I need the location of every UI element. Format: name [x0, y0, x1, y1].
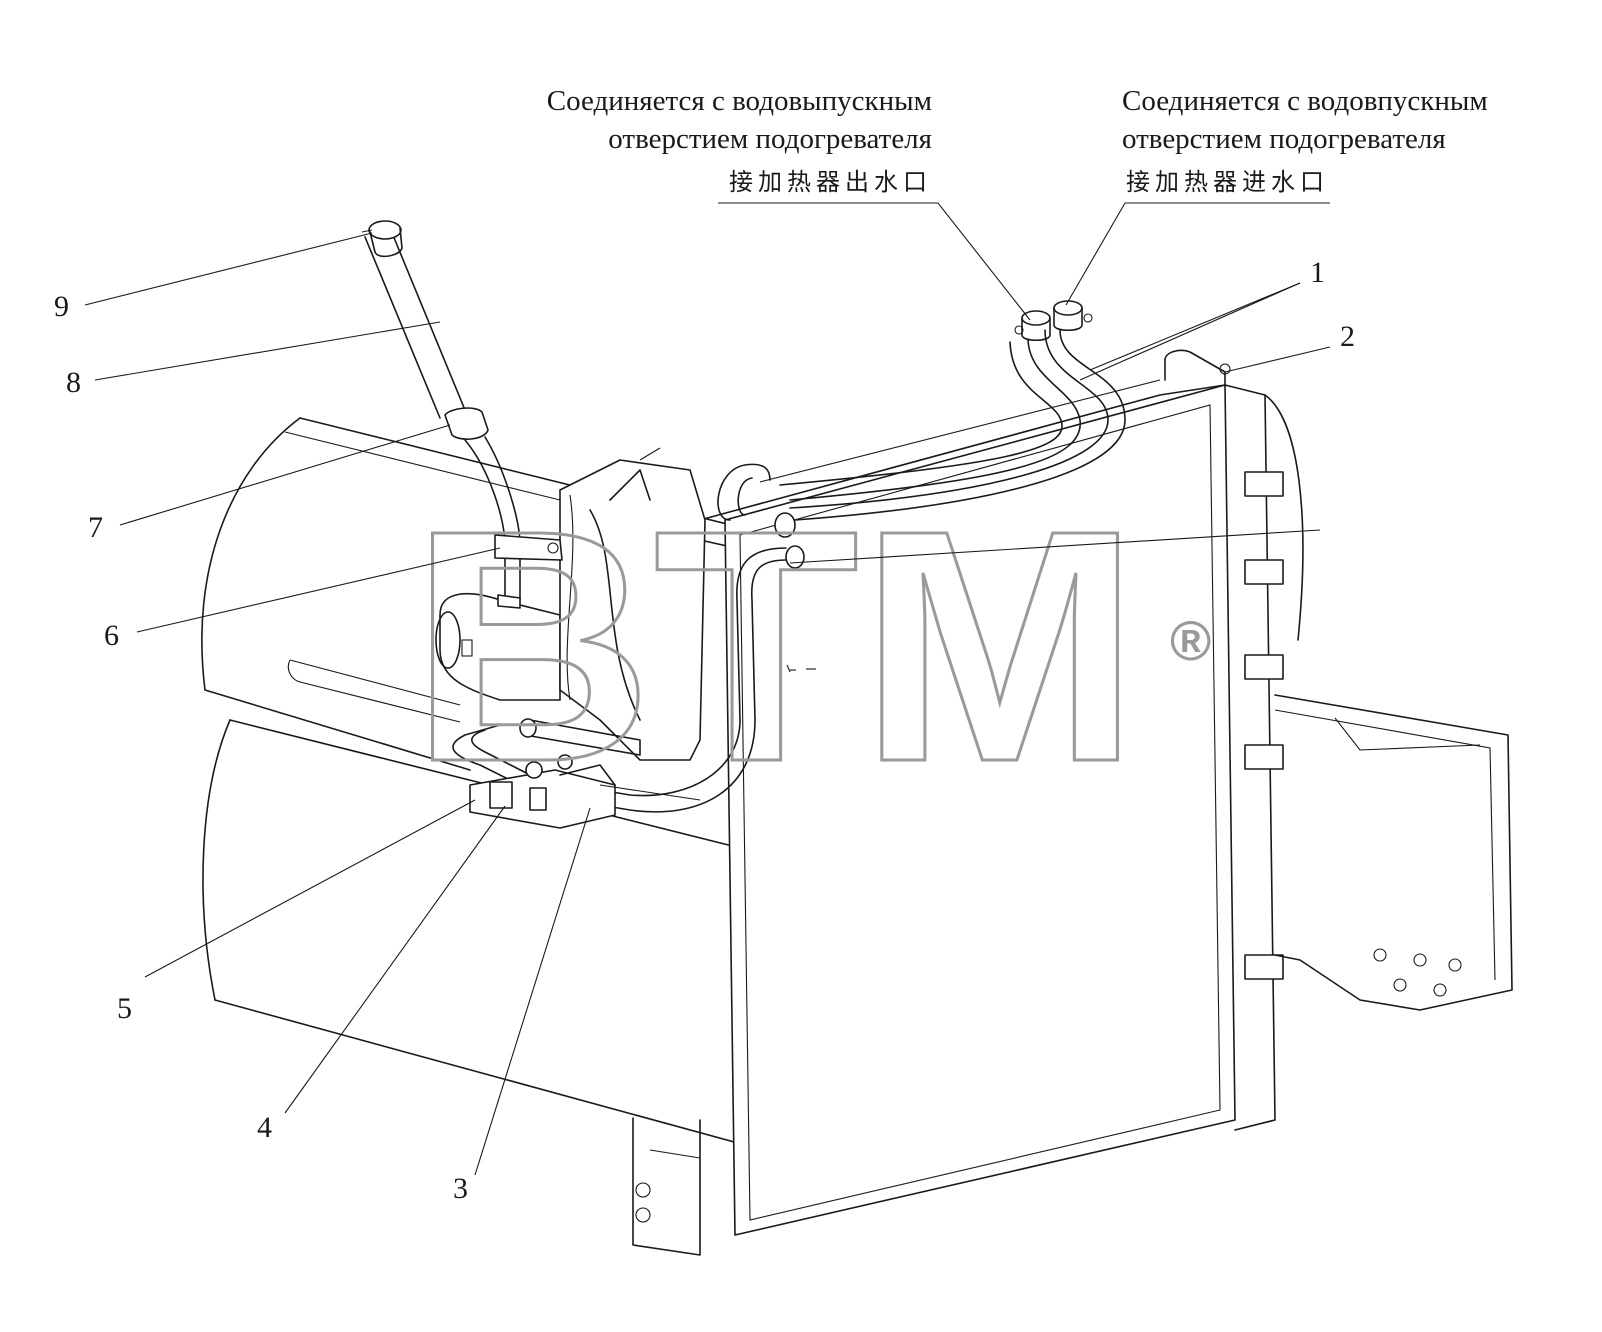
callout-3: 3 — [453, 1172, 468, 1205]
callout-8: 8 — [66, 366, 81, 399]
watermark-registered-mark: ® — [1170, 609, 1211, 672]
lower-bracket — [632, 1117, 701, 1256]
callout-7: 7 — [88, 511, 103, 544]
outlet-note-ru-line2: отверстием подогревателя — [608, 123, 932, 155]
hose-riser-6-9 — [361, 220, 563, 609]
outlet-annotation: Соединяется с водовыпускным отверстием п… — [547, 85, 932, 196]
callout-1: 1 — [1310, 256, 1325, 289]
callout-9: 9 — [54, 290, 69, 323]
watermark: BTM ® — [409, 460, 1212, 832]
outlet-note-ru-line1: Соединяется с водовыпускным — [547, 85, 932, 117]
outlet-note-cn: 接加热器出水口 — [729, 168, 932, 196]
pump-bracket — [469, 754, 701, 829]
detail-marks — [786, 664, 816, 673]
leader-lines — [84, 202, 1331, 1176]
callout-4: 4 — [257, 1111, 272, 1144]
inlet-note-cn: 接加热器进水口 — [1126, 168, 1329, 196]
hose-assembly-1-2 — [779, 300, 1126, 521]
inlet-note-ru-line1: Соединяется с водовпускным — [1122, 85, 1488, 117]
callout-5: 5 — [117, 992, 132, 1025]
callout-numbers: 1 2 3 4 5 6 7 8 9 — [54, 256, 1355, 1205]
inlet-note-ru-line2: отверстием подогревателя — [1122, 123, 1446, 155]
inlet-annotation: Соединяется с водовпускным отверстием по… — [1122, 85, 1488, 196]
radiator — [699, 349, 1304, 1236]
right-frame-bracket — [1274, 694, 1513, 1011]
callout-6: 6 — [104, 619, 119, 652]
heater-unit — [435, 447, 706, 761]
callout-2: 2 — [1340, 320, 1355, 353]
watermark-text: BTM — [410, 461, 1140, 830]
